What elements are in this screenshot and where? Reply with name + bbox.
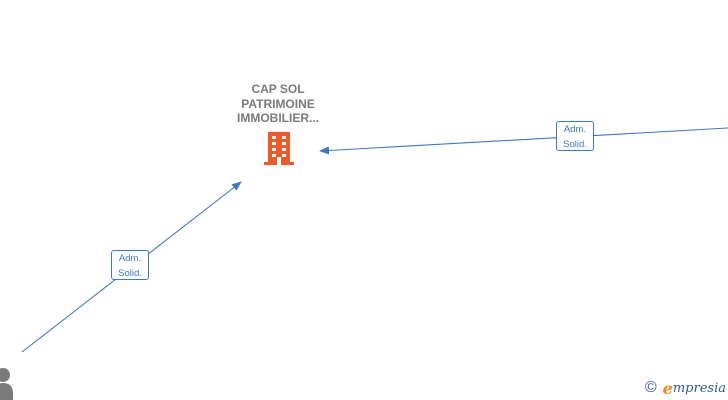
- relation-label-left: Adm. Solid.: [111, 250, 149, 280]
- company-name[interactable]: CAP SOL PATRIMOINE IMMOBILIER...: [237, 82, 319, 125]
- relation-label-right: Adm. Solid.: [556, 121, 594, 151]
- brand-initial: e: [662, 378, 673, 398]
- empresia-watermark: © e mpresia: [644, 378, 726, 398]
- brand-name: mpresia: [672, 380, 726, 396]
- building-icon[interactable]: [264, 132, 294, 165]
- person-icon[interactable]: [0, 368, 13, 400]
- copyright-icon: ©: [644, 379, 657, 396]
- edge-right-to-company: [319, 127, 728, 155]
